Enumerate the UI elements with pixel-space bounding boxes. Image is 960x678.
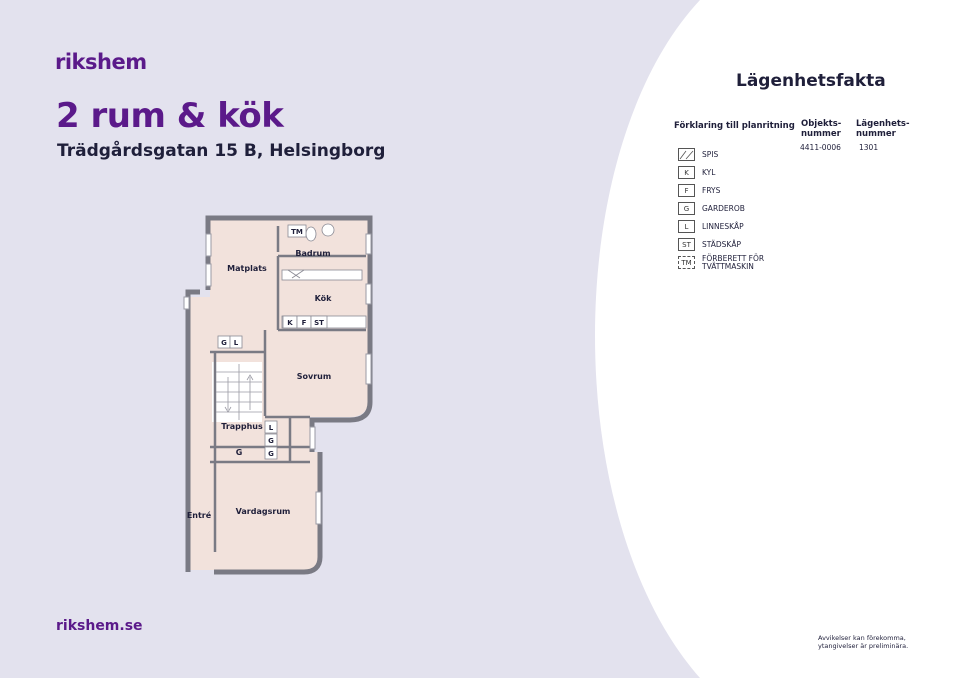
apartment-address: Trädgårdsgatan 15 B, Helsingborg bbox=[57, 141, 386, 161]
legend-item-garderob: G GARDEROB bbox=[678, 201, 745, 216]
k-label: K bbox=[287, 319, 293, 327]
website-link[interactable]: rikshem.se bbox=[56, 618, 143, 634]
legend-item-spis: SPIS bbox=[678, 147, 718, 162]
disclaimer: Avvikelser kan förekomma, ytangivelser ä… bbox=[818, 634, 909, 650]
legend-label: SPIS bbox=[702, 149, 719, 159]
legend-code: G bbox=[678, 202, 695, 215]
rikshem-logo[interactable]: rikshem bbox=[55, 50, 147, 74]
legend-label: LINNESKÅP bbox=[702, 221, 744, 231]
object-number-label: Objekts- nummer bbox=[801, 119, 842, 139]
object-number: 4411-0006 bbox=[800, 143, 841, 152]
apartment-title: 2 rum & kök bbox=[56, 96, 284, 136]
g-label-1: G bbox=[221, 339, 227, 347]
room-kok: Kök bbox=[315, 294, 333, 303]
g-label-3: G bbox=[268, 450, 274, 458]
legend-label: STÄDSKÅP bbox=[702, 239, 741, 249]
room-vardagsrum: Vardagsrum bbox=[236, 507, 291, 516]
legend-item-kyl: K KYL bbox=[678, 165, 715, 180]
fixture-boxes: TM K F ST G L L G G bbox=[217, 224, 328, 460]
legend-label: FRYS bbox=[702, 185, 721, 195]
legend-item-linneskap: L LINNESKÅP bbox=[678, 219, 744, 234]
room-badrum: Badrum bbox=[295, 249, 330, 258]
legend-label: KYL bbox=[702, 167, 716, 177]
apartment-number: 1301 bbox=[859, 143, 879, 152]
floor-areas bbox=[190, 220, 368, 570]
stairs bbox=[216, 364, 262, 420]
outer-walls bbox=[185, 215, 373, 575]
legend-item-frys: F FRYS bbox=[678, 183, 720, 198]
legend-label: GARDEROB bbox=[702, 203, 745, 213]
g-label-4: G bbox=[236, 448, 243, 457]
legend-code: K bbox=[678, 166, 695, 179]
legend-code: TM bbox=[678, 256, 695, 269]
legend-item-tvattmaskin: TM FÖRBERETT FÖR TVÄTTMASKIN bbox=[678, 253, 765, 271]
room-entre: Entré bbox=[187, 510, 212, 520]
bathroom-fixtures bbox=[305, 223, 335, 242]
st-label: ST bbox=[314, 319, 324, 327]
l-label-2: L bbox=[269, 424, 274, 432]
interior-walls bbox=[210, 226, 366, 552]
legend-code: F bbox=[678, 184, 695, 197]
legend-label: FÖRBERETT FÖR TVÄTTMASKIN bbox=[702, 253, 765, 271]
f-label: F bbox=[302, 319, 307, 327]
g-label-2: G bbox=[268, 437, 274, 445]
legend-item-stadskap: ST STÄDSKÅP bbox=[678, 237, 741, 252]
room-matplats: Matplats bbox=[227, 264, 267, 273]
legend-code: ST bbox=[678, 238, 695, 251]
room-sovrum: Sovrum bbox=[297, 372, 331, 381]
stove-icon bbox=[678, 148, 695, 161]
room-trapphus: Trapphus bbox=[221, 422, 263, 431]
facts-heading: Lägenhetsfakta bbox=[736, 71, 886, 91]
l-label-1: L bbox=[234, 339, 239, 347]
tm-label: TM bbox=[291, 228, 303, 236]
apartment-number-label: Lägenhets- nummer bbox=[856, 119, 910, 139]
legend-title: Förklaring till planritning bbox=[674, 121, 795, 131]
windows bbox=[183, 233, 372, 525]
legend-code: L bbox=[678, 220, 695, 233]
floor-plan: TM K F ST G L L G G Matplats Badrum Kök … bbox=[183, 215, 373, 575]
